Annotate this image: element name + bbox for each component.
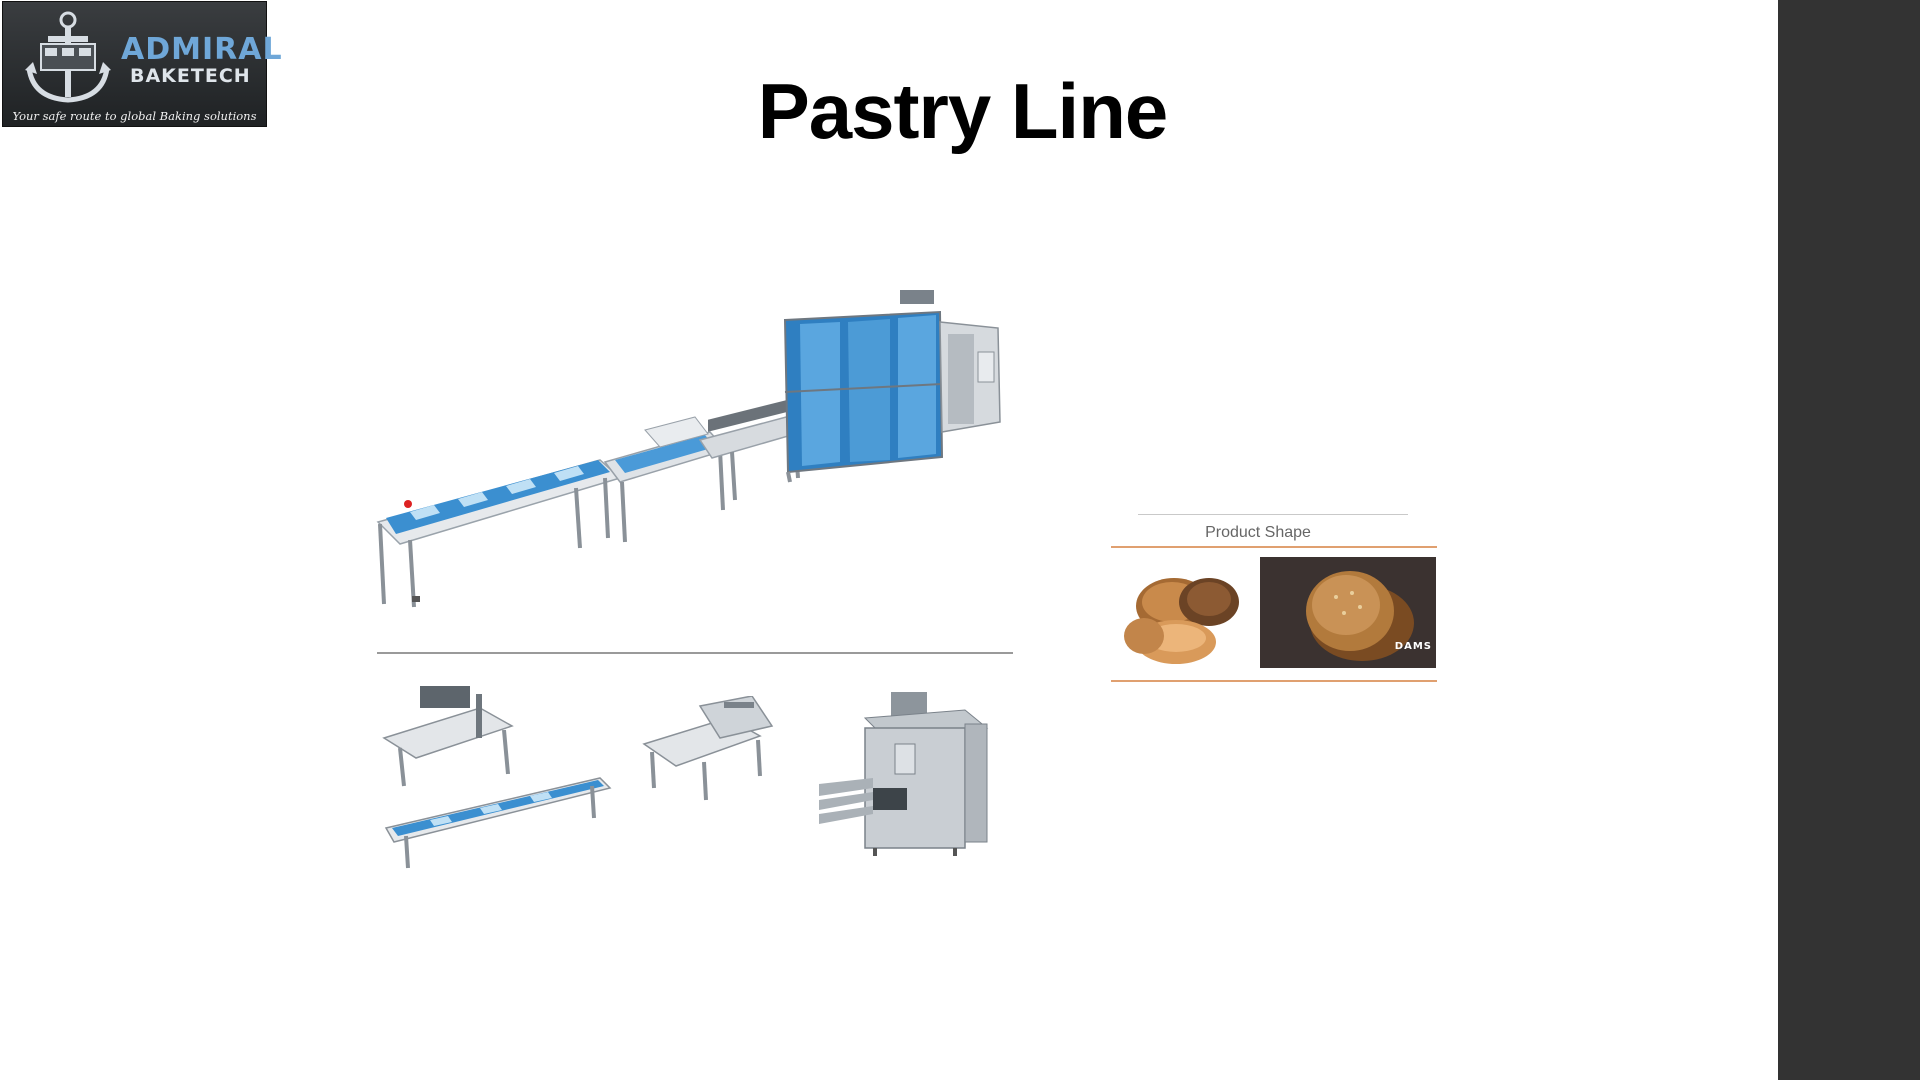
logo-brand-line1: ADMIRAL: [121, 32, 283, 67]
pastry-photo-right: DAMS: [1260, 557, 1436, 668]
makeup-conveyor-module: [382, 686, 612, 869]
section-divider: [377, 652, 1013, 654]
company-logo: ADMIRAL BAKETECH Your safe route to glob…: [2, 1, 282, 127]
logo-tagline: Your safe route to global Baking solutio…: [12, 109, 257, 123]
logo-brand-line2: BAKETECH: [130, 65, 251, 87]
slide-title: Pastry Line: [757, 67, 1169, 155]
panel-top-rule: [1138, 514, 1408, 515]
dough-divider-module: [819, 692, 989, 856]
orange-rule-bottom: [1111, 680, 1437, 682]
product-shape-panel: Product Shape DAMS: [1108, 512, 1438, 684]
bread-loaf-image: [1306, 571, 1414, 661]
pastry-line-illustration: [376, 290, 1001, 608]
pastry-photo-left: [1114, 554, 1254, 672]
sheeter-module: [642, 696, 774, 801]
slide: ADMIRAL BAKETECH Your safe route to glob…: [2, 1, 1438, 869]
right-side-panel: [1778, 0, 1920, 1080]
anchor-icon: [25, 11, 111, 103]
orange-rule-top: [1111, 546, 1437, 548]
dams-brand-mark: DAMS: [1394, 641, 1432, 652]
product-shape-heading: Product Shape: [1205, 524, 1311, 541]
